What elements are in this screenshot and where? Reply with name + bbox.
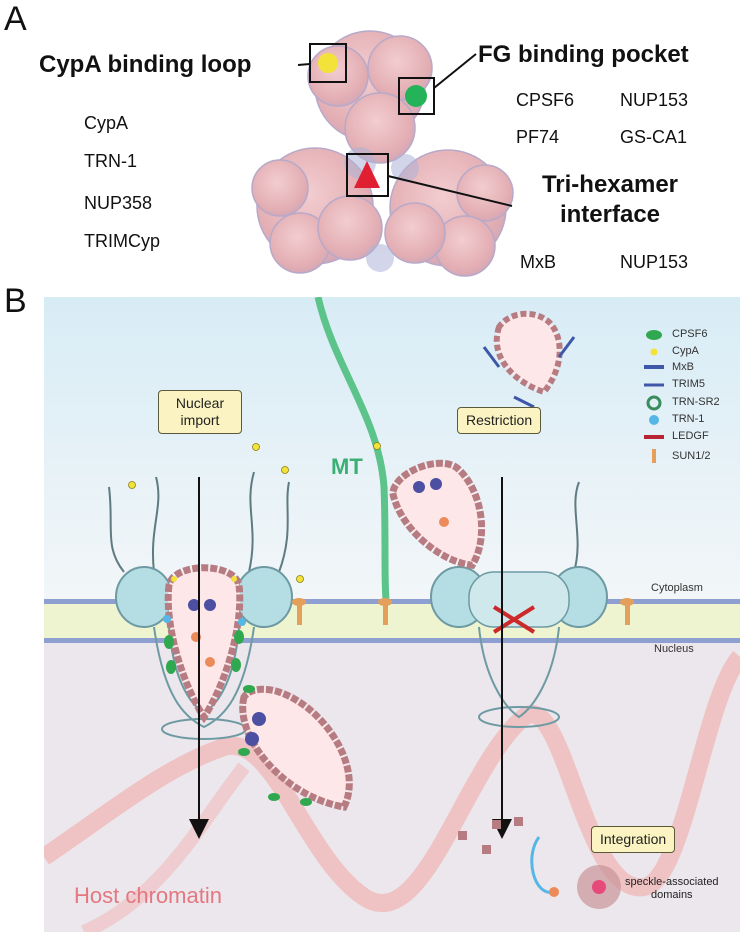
- trihexamer-title-line1: Tri-hexamer: [541, 171, 679, 198]
- legend-label-mxb: MxB: [672, 361, 694, 373]
- panel-a-letter: A: [4, 0, 27, 38]
- legend-label-trnsr2: TRN-SR2: [672, 396, 720, 408]
- integration-label: Integration: [591, 826, 676, 853]
- nuclear-import-label: Nuclear import: [158, 390, 242, 434]
- cypa-binder-2: TRN-1: [84, 151, 137, 171]
- fg-binder-1: CPSF6: [516, 90, 575, 110]
- mt-label: MT: [331, 454, 363, 479]
- legend-icons: [644, 330, 664, 463]
- cytoplasm-region: [44, 297, 740, 599]
- cypa-loop-box: [309, 43, 347, 83]
- cypa-binder-4: TRIMCyp: [84, 231, 160, 251]
- nuclear-pore-complex-right: [430, 481, 608, 728]
- capsid-cone-import: [164, 564, 244, 724]
- trihexamer-box: [346, 153, 389, 197]
- fg-pocket-box: [398, 77, 435, 115]
- legend-icon-cpsf6: [646, 330, 662, 340]
- fg-binder-4: GS-CA1: [620, 127, 688, 147]
- capsid-cone-nuclear: [239, 685, 353, 811]
- speckle-label-line2: domains: [650, 889, 693, 901]
- legend-icon-trn1: [649, 415, 659, 425]
- cypa-binder-3: NUP358: [84, 193, 153, 213]
- legend-label-trim5: TRIM5: [672, 378, 705, 390]
- cytoplasm-label: Cytoplasm: [651, 582, 703, 594]
- cypa-site-marker: [318, 53, 338, 73]
- trihexamer-title: Tri-hexamer interface: [520, 170, 700, 230]
- speckle-label-line1: speckle-associated: [625, 876, 719, 888]
- nuclear-import-label-line1: Nuclear: [175, 395, 225, 411]
- trihexamer-site-marker: [354, 161, 380, 188]
- inner-membrane: [44, 638, 740, 643]
- capsid-lobe-left: [251, 147, 383, 274]
- trihexamer-title-line2: interface: [559, 201, 661, 228]
- legend-label-sun12: SUN1/2: [672, 450, 711, 462]
- nucleus-label: Nucleus: [654, 643, 694, 655]
- cypa-binding-loop-title: CypA binding loop: [39, 51, 252, 78]
- restriction-label: Restriction: [457, 407, 542, 434]
- legend-icon-cypa: [650, 348, 658, 356]
- import-cofactors: [163, 576, 246, 674]
- microtubule: [314, 297, 390, 600]
- capsid-lobe-right: [384, 149, 514, 277]
- free-cypa: [128, 442, 381, 583]
- panel-b-diagram: [44, 297, 740, 932]
- trihex-binder-2: NUP153: [620, 252, 689, 272]
- host-chromatin-label: Host chromatin: [74, 883, 222, 908]
- fg-binder-3: PF74: [516, 127, 560, 147]
- capsid-lobe-top: [307, 30, 433, 164]
- trihex-binder-1: MxB: [520, 252, 556, 272]
- fg-site-marker: [405, 85, 427, 107]
- legend-label-trn1: TRN-1: [672, 413, 705, 425]
- nuclear-import-label-line2: import: [180, 412, 220, 428]
- legend-icon-trnsr2: [646, 395, 662, 411]
- legend-label-cpsf6: CPSF6: [672, 328, 708, 340]
- speckle-label: speckle-associated domains: [625, 876, 719, 902]
- cypa-binder-1: CypA: [84, 113, 129, 133]
- legend-label-cypa: CypA: [672, 345, 699, 357]
- capsid-cone-top: [493, 310, 563, 396]
- panel-b-letter: B: [4, 282, 27, 320]
- sun-proteins: [292, 598, 634, 625]
- legend-label-ledgf: LEDGF: [672, 430, 709, 442]
- fg-binder-2: NUP153: [620, 90, 689, 110]
- capsid-structure-image: [251, 30, 514, 277]
- outer-membrane: [44, 599, 740, 604]
- integration-complex: [458, 817, 621, 909]
- nuclear-pore-complex-left: [108, 471, 293, 740]
- fg-binding-pocket-title: FG binding pocket: [478, 41, 689, 68]
- host-chromatin-fiber: [44, 650, 740, 912]
